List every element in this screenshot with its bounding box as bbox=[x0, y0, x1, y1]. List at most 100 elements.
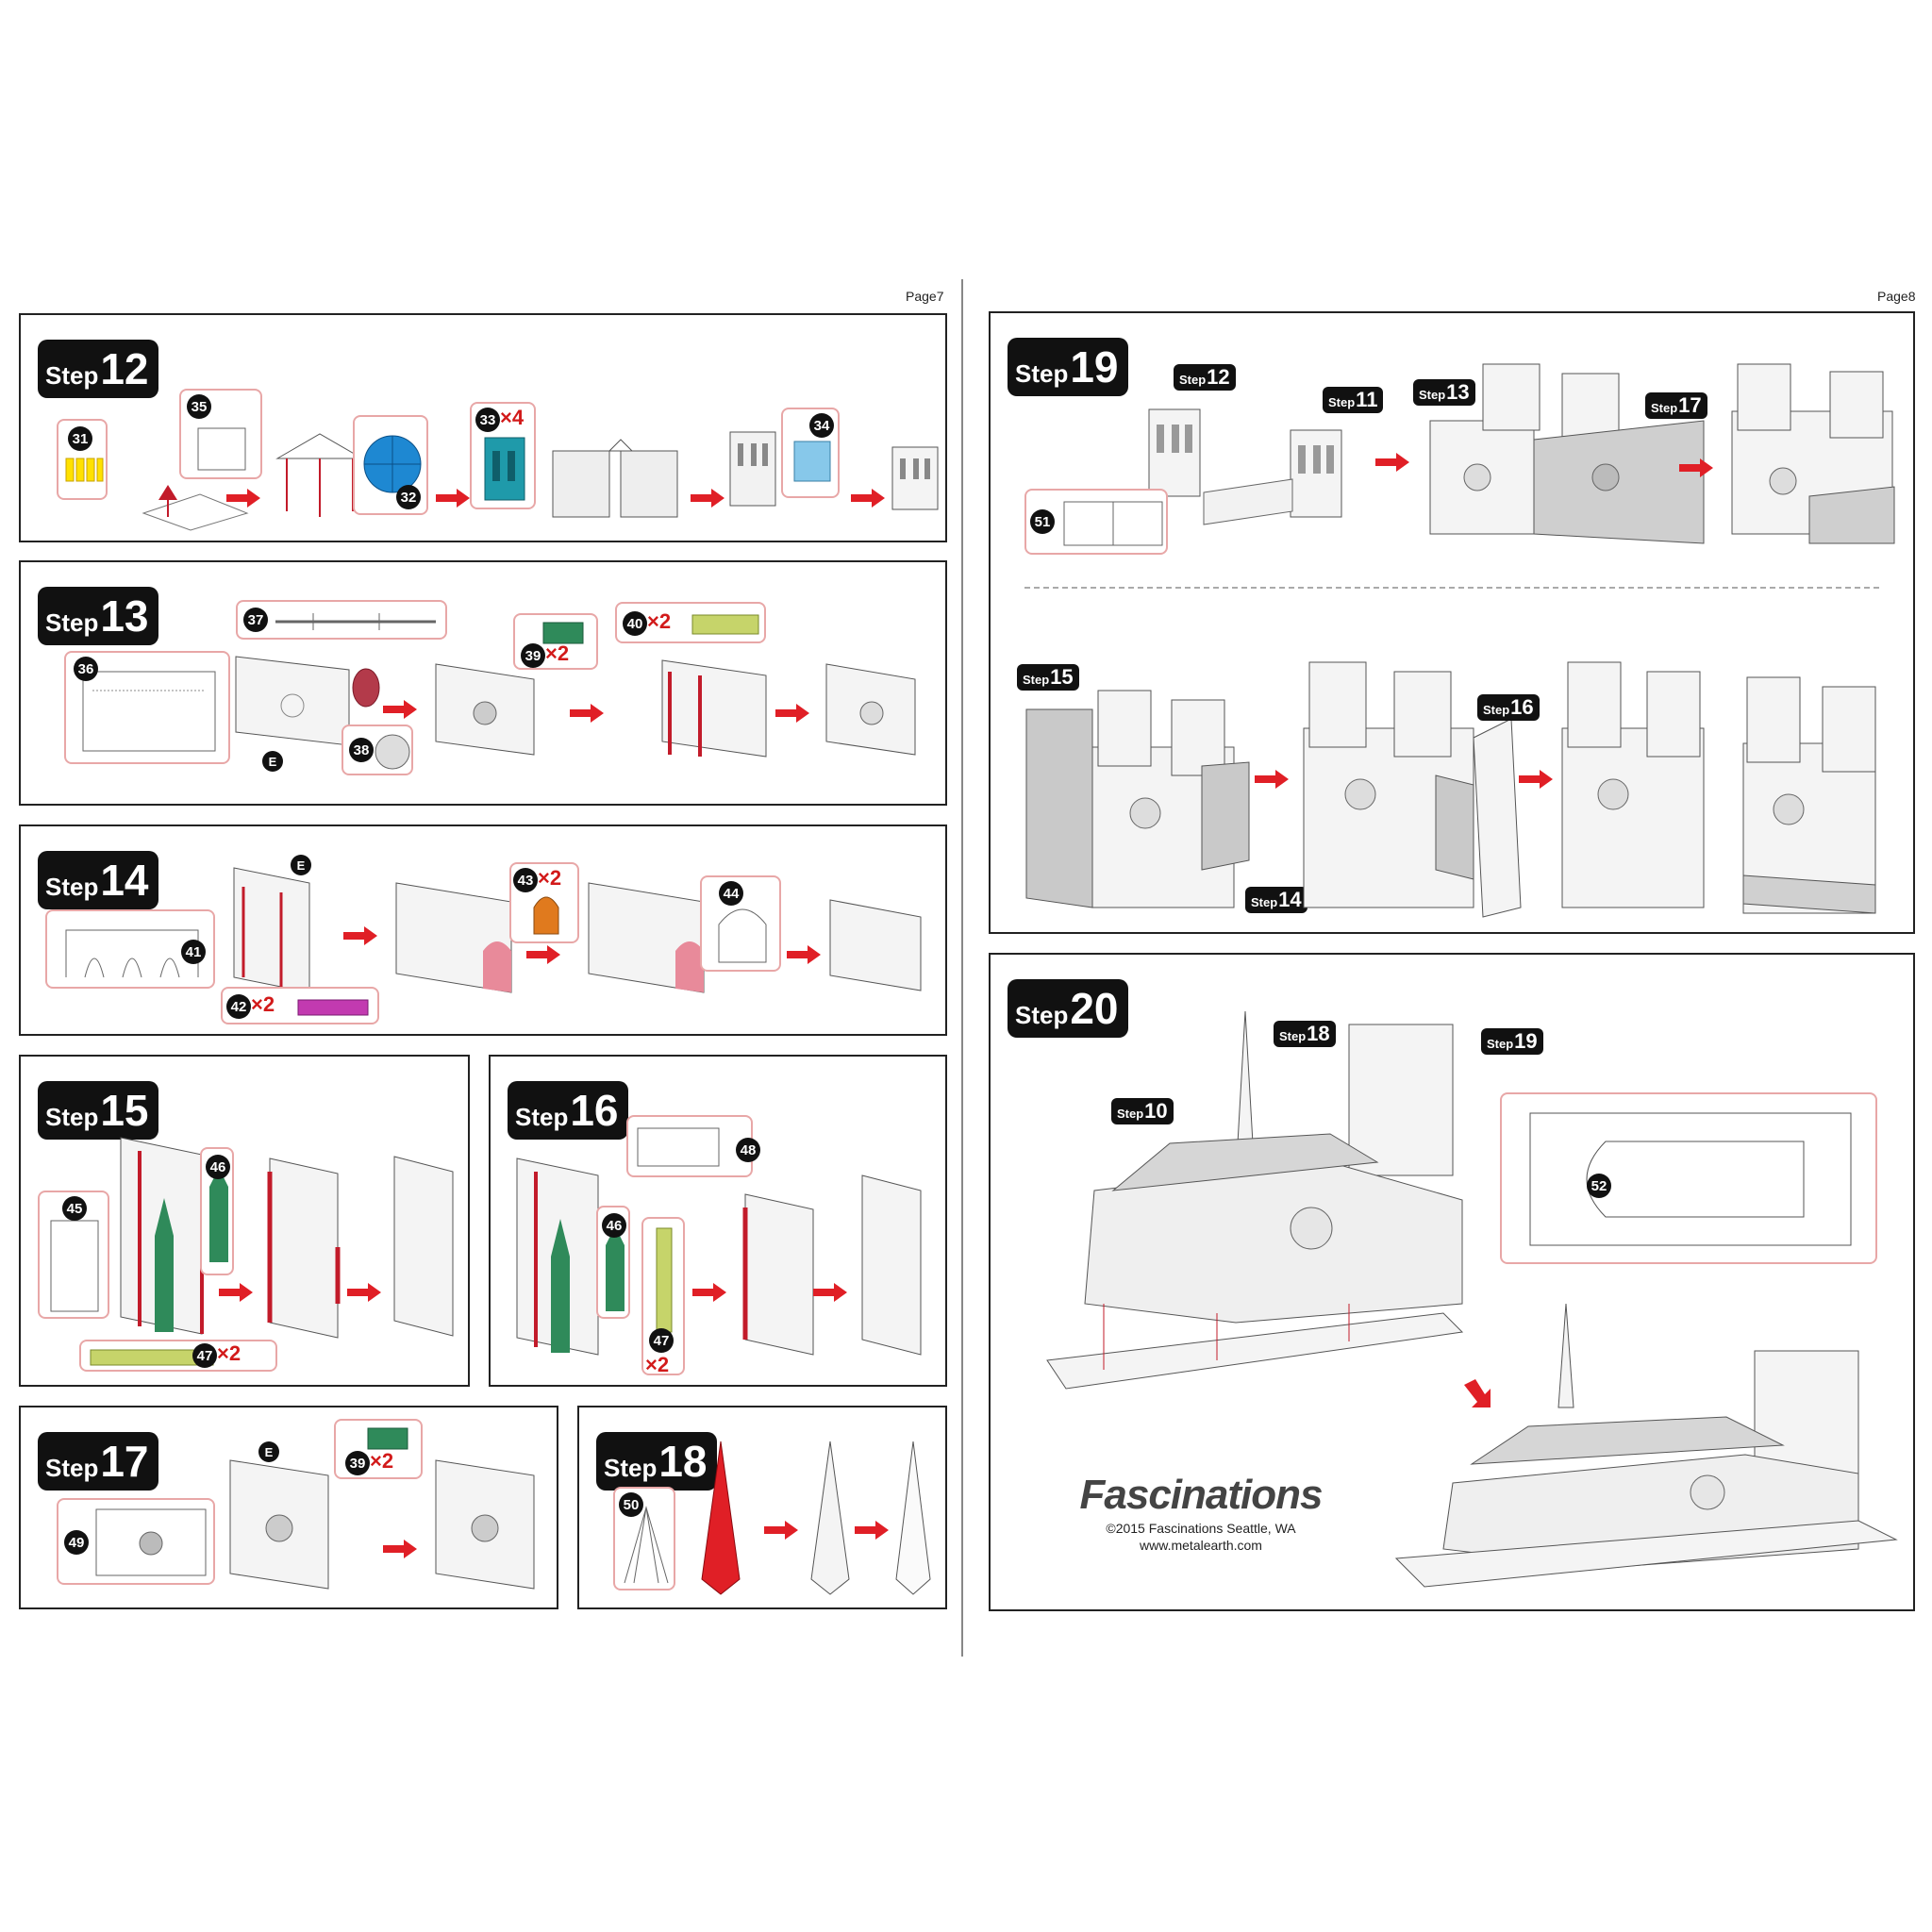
part-38-rose-small bbox=[352, 668, 380, 708]
step-19-drawing-4 bbox=[1561, 661, 1705, 908]
part-47-quantity: ×2 bbox=[645, 1353, 670, 1376]
part-51-drawing bbox=[1063, 501, 1163, 546]
flow-arrow bbox=[855, 1521, 889, 1540]
part-50-drawing bbox=[624, 1506, 669, 1584]
step-12-drawing-1 bbox=[142, 485, 249, 531]
step-12-drawing-3 bbox=[552, 439, 678, 518]
part-46b-drawing bbox=[606, 1226, 625, 1311]
part-42-quantity: ×2 bbox=[251, 992, 275, 1016]
part-number-49: 49 bbox=[64, 1530, 89, 1555]
flow-arrow bbox=[851, 489, 885, 508]
part-number-40: 40 bbox=[623, 611, 647, 636]
part-39-callout bbox=[513, 613, 598, 670]
step-19-tower-11 bbox=[1290, 429, 1342, 518]
part-41-drawing bbox=[65, 929, 199, 978]
brand-copyright: ©2015 Fascinations Seattle, WA bbox=[1106, 1521, 1296, 1536]
page-label-right: Page8 bbox=[1877, 289, 1916, 304]
step-19-drawing-3 bbox=[1303, 661, 1522, 918]
part-39-quantity: ×2 bbox=[545, 641, 570, 665]
part-number-41: 41 bbox=[181, 940, 206, 964]
part-37-drawing bbox=[275, 613, 436, 630]
part-number-52: 52 bbox=[1587, 1174, 1611, 1198]
part-number-34: 34 bbox=[809, 413, 834, 438]
step-20-final-cathedral bbox=[1394, 1303, 1898, 1588]
step-19-drawing-2 bbox=[1025, 690, 1250, 908]
flow-arrow bbox=[1255, 770, 1289, 789]
part-number-38: 38 bbox=[349, 738, 374, 762]
step-13-result bbox=[825, 663, 916, 756]
part-number-31: 31 bbox=[68, 426, 92, 451]
flow-arrow bbox=[343, 926, 377, 945]
flow-arrow bbox=[383, 700, 417, 719]
part-number-47: 47 bbox=[192, 1343, 217, 1368]
part-33-quantity: ×4 bbox=[500, 406, 525, 429]
step-16-drawing-2 bbox=[742, 1193, 814, 1356]
flow-arrow bbox=[347, 1283, 381, 1302]
part-number-37: 37 bbox=[243, 608, 268, 632]
brand-block: Fascinations ©2015 Fascinations Seattle,… bbox=[1077, 1472, 1324, 1553]
page-divider bbox=[961, 279, 963, 1657]
page-label-left: Page7 bbox=[906, 289, 944, 304]
part-47-callout bbox=[79, 1340, 277, 1372]
step-12-drawing-4 bbox=[729, 431, 776, 507]
part-36-drawing bbox=[82, 671, 216, 752]
step-19-result-bottom bbox=[1742, 676, 1876, 914]
part-number-51: 51 bbox=[1030, 509, 1055, 534]
step-17-drawing-1 bbox=[229, 1459, 329, 1590]
step-17-result bbox=[435, 1459, 535, 1590]
flow-arrow bbox=[813, 1283, 847, 1302]
flow-arrow bbox=[691, 489, 724, 508]
part-number-35: 35 bbox=[187, 394, 211, 419]
part-34-drawing bbox=[793, 441, 831, 482]
step-13-drawing-2 bbox=[435, 663, 535, 756]
part-49-drawing bbox=[95, 1508, 207, 1576]
brand-url: www.metalearth.com bbox=[1140, 1538, 1262, 1553]
flow-arrow bbox=[526, 945, 560, 964]
step-15-result bbox=[393, 1156, 454, 1337]
step-12-result bbox=[891, 446, 939, 510]
marker-e: E bbox=[258, 1441, 279, 1462]
step-14-drawing-3 bbox=[588, 882, 705, 993]
step-16-result bbox=[861, 1174, 922, 1356]
part-number-46: 46 bbox=[602, 1213, 626, 1238]
step-19-tower-12 bbox=[1148, 408, 1201, 497]
step-19-divider bbox=[1024, 587, 1879, 589]
flow-arrow bbox=[692, 1283, 726, 1302]
part-43-callout bbox=[509, 862, 579, 943]
part-40-quantity: ×2 bbox=[647, 609, 672, 633]
brand-logo: Fascinations bbox=[1079, 1472, 1324, 1518]
part-32-drawing bbox=[363, 435, 422, 493]
part-number-43: 43 bbox=[513, 868, 538, 892]
flow-arrow bbox=[764, 1521, 798, 1540]
part-43-quantity: ×2 bbox=[538, 866, 562, 890]
part-number-47: 47 bbox=[649, 1328, 674, 1353]
step-19-drawing-1 bbox=[1429, 363, 1705, 544]
part-39b-drawing bbox=[367, 1427, 408, 1450]
part-33-drawing bbox=[484, 437, 525, 501]
step-20-exploded-cathedral bbox=[1046, 1010, 1464, 1390]
step-14-drawing-2 bbox=[395, 882, 512, 993]
step-16-drawing-1 bbox=[516, 1158, 599, 1356]
flow-arrow bbox=[1679, 458, 1713, 477]
flow-arrow bbox=[226, 489, 260, 508]
step-14-result bbox=[829, 899, 922, 991]
part-46-drawing bbox=[209, 1168, 228, 1262]
part-number-45: 45 bbox=[62, 1196, 87, 1221]
step-15-drawing-2 bbox=[267, 1158, 341, 1339]
flow-arrow bbox=[775, 704, 809, 723]
